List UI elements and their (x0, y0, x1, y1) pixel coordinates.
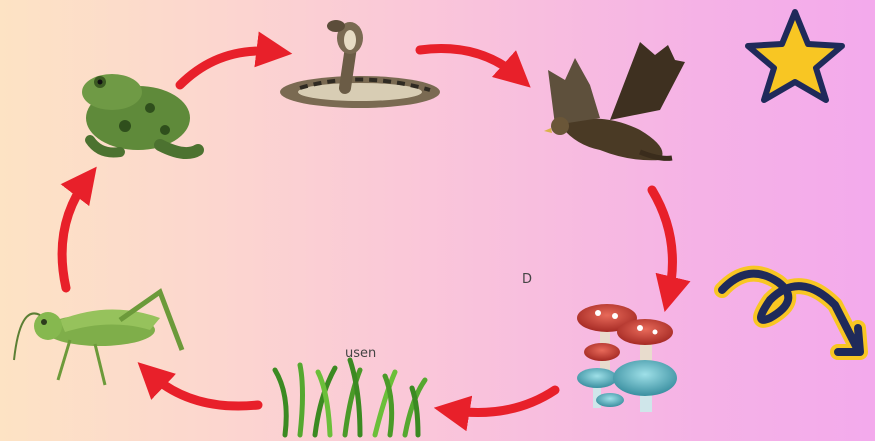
arrow-grasshopper-to-frog (62, 178, 88, 288)
arrow-frog-to-snake (180, 51, 278, 85)
arrow-eagle-to-mushroom (652, 190, 672, 298)
arrow-snake-to-eagle (420, 49, 520, 78)
eagle-icon (544, 42, 685, 160)
arrow-mushroom-to-grass (448, 390, 555, 413)
grasshopper-icon (14, 292, 182, 385)
mushroom-icon (577, 304, 677, 412)
decomposer-label-fragment: D (522, 272, 532, 287)
arrow-grass-to-grasshopper (148, 372, 258, 406)
grass-label-fragment: usen (345, 346, 376, 361)
snake-icon (280, 20, 440, 108)
swirl-arrow-icon (722, 274, 860, 352)
grass-icon (275, 360, 425, 435)
star-icon (748, 12, 842, 100)
